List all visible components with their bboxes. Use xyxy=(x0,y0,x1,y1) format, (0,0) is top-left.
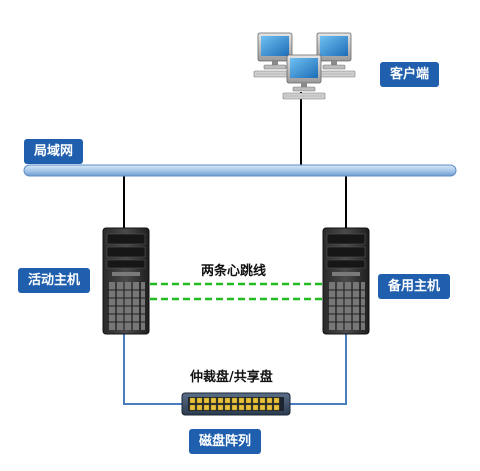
arbitration-disk-label: 仲裁盘/共享盘 xyxy=(190,370,273,385)
active-storage-link xyxy=(123,332,186,405)
active-host-label: 活动主机 xyxy=(18,268,91,293)
tower-server-icon xyxy=(322,227,370,335)
heartbeat-label: 两条心跳线 xyxy=(201,264,267,279)
computer-cluster-icon xyxy=(253,32,356,100)
disk-array-icon xyxy=(181,392,291,416)
standby-host-label: 备用主机 xyxy=(378,274,451,299)
lan-label: 局域网 xyxy=(24,139,84,164)
disk-array-label: 磁盘阵列 xyxy=(189,429,262,454)
standby-storage-link xyxy=(286,332,347,405)
lan-bus xyxy=(23,164,457,177)
client-label: 客户端 xyxy=(380,62,440,87)
tower-server-icon xyxy=(102,227,150,335)
